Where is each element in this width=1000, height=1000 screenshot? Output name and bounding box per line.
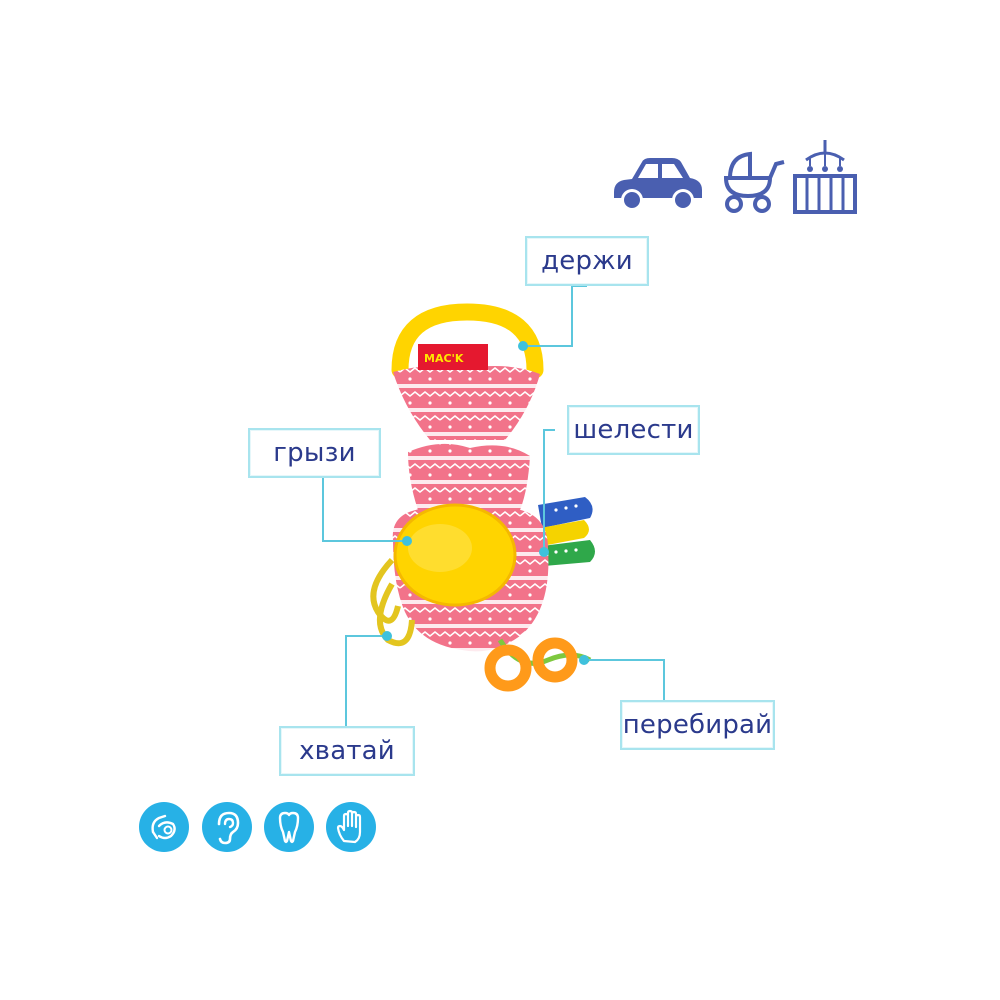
teething-ring	[391, 303, 544, 379]
brand-tag-text: MAC'K	[424, 352, 464, 365]
fabric-middle	[408, 443, 530, 510]
label-rustle-text: шелести	[573, 415, 694, 445]
callout-dots	[382, 341, 589, 665]
label-hold-text: держи	[541, 246, 633, 276]
ribbon-tags	[538, 497, 595, 566]
sorting-rings	[484, 637, 592, 692]
label-hold: держи	[525, 236, 649, 286]
label-rustle: шелести	[567, 405, 700, 455]
brand-tag	[418, 344, 488, 370]
label-grab: хватай	[279, 726, 415, 776]
fabric-top	[393, 365, 540, 440]
hand-icon	[326, 802, 376, 852]
tooth-icon	[264, 802, 314, 852]
crib-icon	[793, 140, 857, 214]
label-sort: перебирай	[620, 700, 775, 750]
label-sort-text: перебирай	[622, 710, 773, 740]
callout-lines	[322, 285, 665, 726]
eye-hand-icon	[139, 802, 189, 852]
label-chew-text: грызи	[273, 438, 356, 468]
stroller-icon	[723, 151, 785, 213]
label-grab-text: хватай	[299, 736, 395, 766]
ear-icon	[202, 802, 252, 852]
label-chew: грызи	[248, 428, 381, 478]
car-icon	[614, 158, 702, 211]
